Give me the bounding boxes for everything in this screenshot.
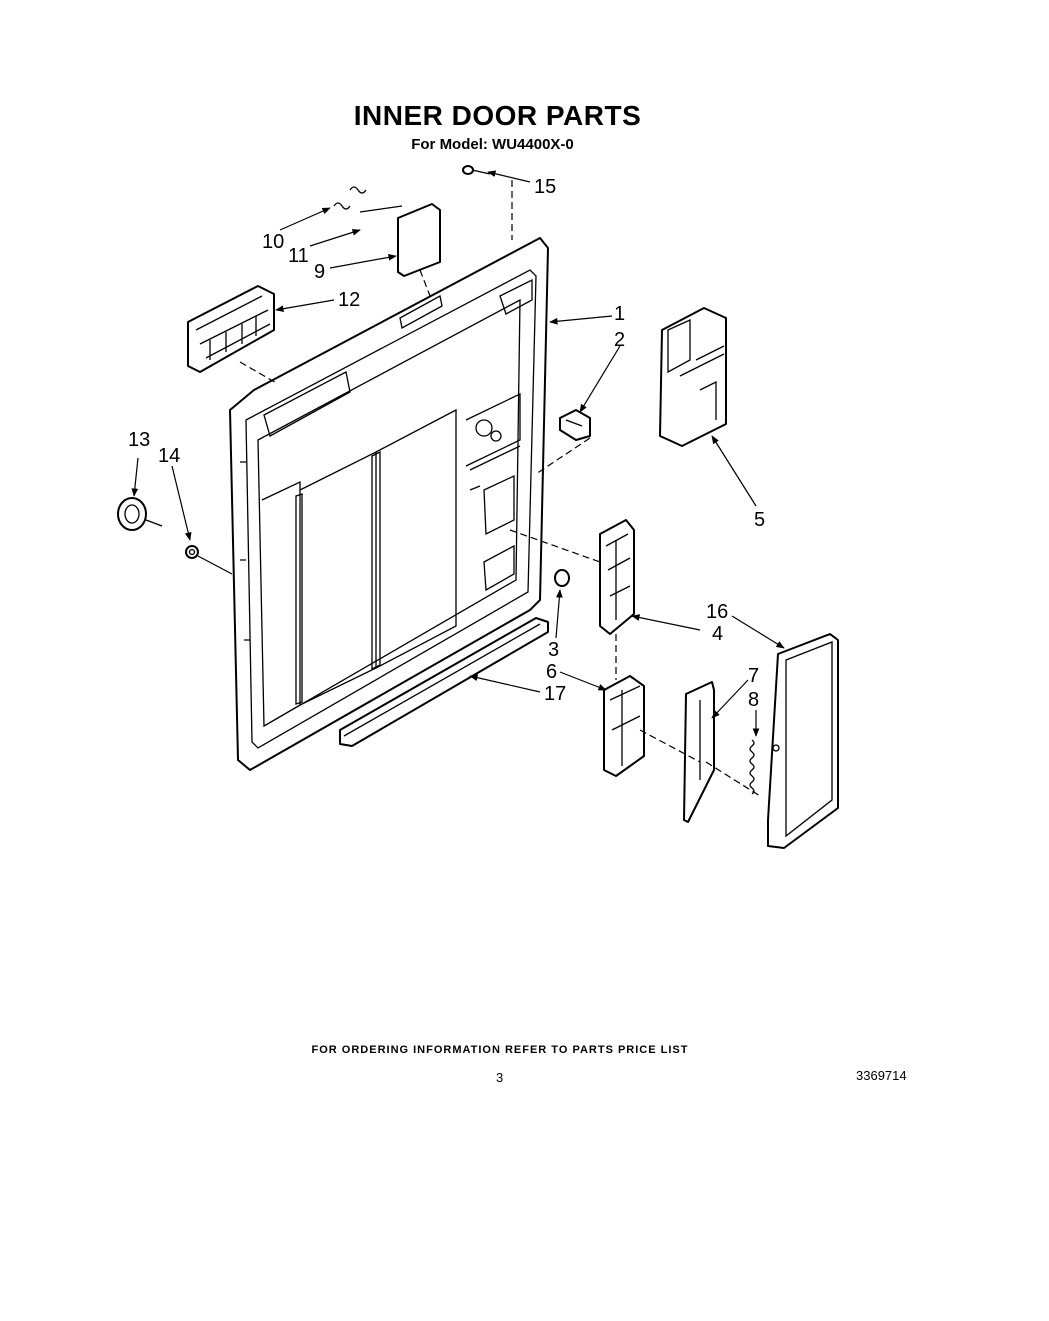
callout-16: 16: [706, 601, 728, 623]
callout-6: 6: [546, 661, 557, 683]
callout-7: 7: [748, 665, 759, 687]
model-subtitle: For Model: WU4400X-0: [411, 136, 574, 153]
screw-part-15: [462, 165, 491, 175]
callout-11: 11: [288, 245, 309, 267]
callout-2: 2: [614, 329, 625, 351]
latch-part-4: [599, 519, 635, 635]
washer-part-14: [185, 545, 199, 559]
callout-5: 5: [754, 509, 765, 531]
callout-4: 4: [712, 623, 723, 645]
callout-17: 17: [544, 683, 566, 705]
vent-part-12: [187, 285, 275, 373]
latch-part-6: [603, 675, 645, 777]
spring-part-8: [749, 739, 755, 795]
page-number: 3: [496, 1070, 504, 1085]
document-number: 3369714: [856, 1068, 907, 1083]
bottom-strip-part-17: [339, 617, 549, 747]
callout-12: 12: [338, 289, 360, 311]
slide-part-7: [683, 681, 715, 823]
rod-part-11: [359, 205, 403, 213]
ordering-note: FOR ORDERING INFORMATION REFER TO PARTS …: [311, 1044, 689, 1056]
callout-8: 8: [748, 689, 759, 711]
callout-9: 9: [314, 261, 325, 283]
bumper-part-3: [554, 569, 570, 587]
latch-housing-part-5: [659, 307, 727, 447]
callout-1: 1: [614, 303, 625, 325]
callout-14: 14: [158, 445, 180, 467]
clip-part-2: [559, 409, 591, 441]
inner-door-panel: [229, 237, 549, 771]
callout-13: 13: [128, 429, 150, 451]
cover-part-9: [397, 203, 441, 277]
page-title: INNER DOOR PARTS: [353, 100, 642, 131]
callout-3: 3: [548, 639, 559, 661]
side-cover-part-16: [767, 633, 839, 849]
callout-10: 10: [262, 231, 284, 253]
springs-part-10: [333, 186, 367, 210]
callout-15: 15: [534, 176, 556, 198]
knob-part-13: [117, 497, 163, 531]
